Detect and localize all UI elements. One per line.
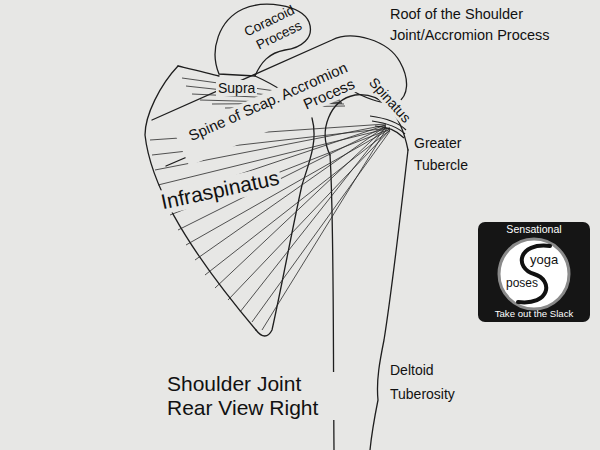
logo-circle — [499, 239, 569, 309]
logo-wordmark: Sensational — [478, 223, 590, 236]
muscle-label: Infraspinatus — [157, 165, 284, 214]
diagram-title: Shoulder Joint Rear View Right — [165, 372, 339, 420]
coracoid-process-outline: Coracoid Process — [205, 0, 320, 80]
logo-badge-shape — [478, 222, 590, 322]
bone-label: Coracoid Process — [223, 2, 304, 65]
logo-word: poses — [506, 276, 538, 290]
bone-label: Greater Tubercle — [412, 132, 486, 176]
bone-label: Deltoid Tuberosity — [388, 358, 477, 406]
anatomy-label: Roof of the Shoulder Joint/Accromion Pro… — [388, 4, 570, 46]
logo-tagline: Take out the Slack — [478, 308, 590, 320]
logo-word: yoga — [530, 252, 558, 267]
logo-badge: Sensational yoga posesTake out the Slack — [478, 222, 590, 322]
muscle-label: Supra — [216, 80, 257, 96]
